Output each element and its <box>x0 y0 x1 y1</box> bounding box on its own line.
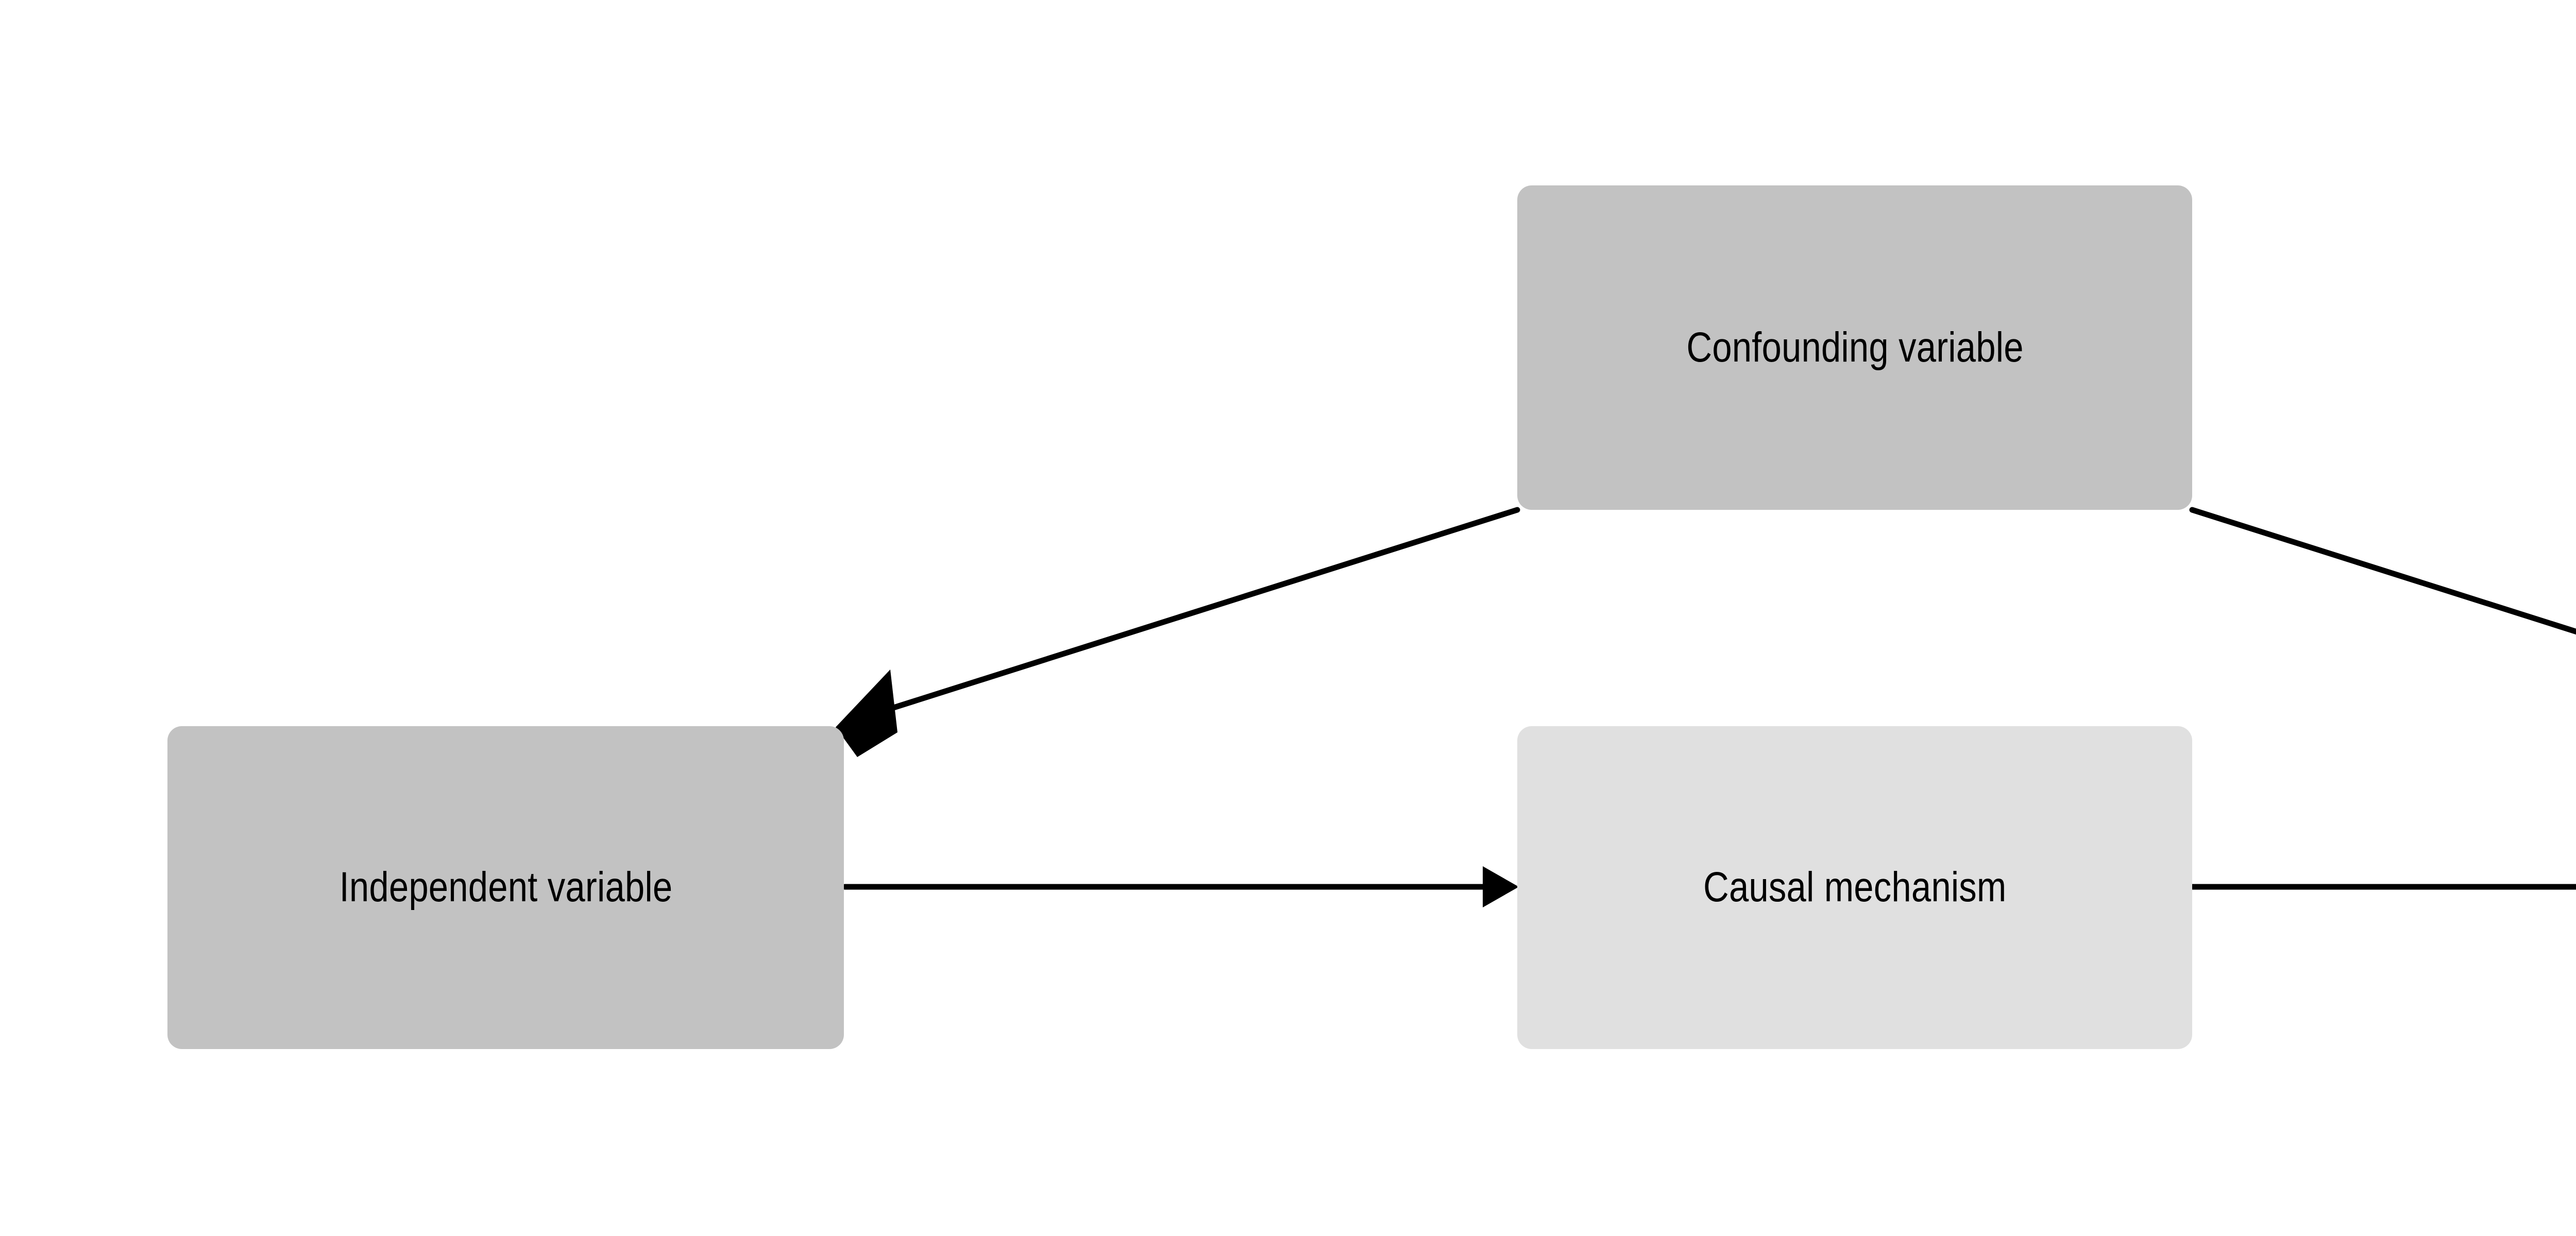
arrowhead-icon <box>1483 866 1519 907</box>
node-causal-mechanism[interactable]: Causal mechanism <box>1517 726 2192 1049</box>
edge-independent-to-causal <box>842 866 1519 907</box>
edge-line <box>873 507 1520 716</box>
node-label: Causal mechanism <box>1703 864 2007 911</box>
edge-confounding-to-dependent <box>2189 507 2576 635</box>
edge-causal-to-dependent <box>2188 884 2576 890</box>
node-label: Confounding variable <box>1686 323 2024 371</box>
edge-confounding-to-independent <box>836 507 1520 757</box>
node-independent-variable[interactable]: Independent variable <box>167 726 844 1049</box>
arrowhead-icon <box>836 670 897 757</box>
node-label: Independent variable <box>339 864 672 911</box>
node-confounding-variable[interactable]: Confounding variable <box>1517 185 2192 510</box>
edge-line <box>2189 507 2576 635</box>
